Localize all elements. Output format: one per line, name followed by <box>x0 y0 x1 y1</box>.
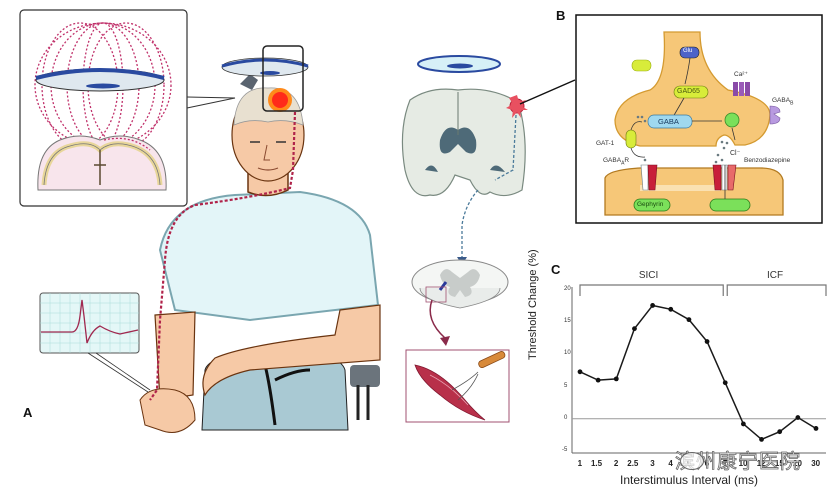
wechat-logo-icon <box>680 452 704 470</box>
x-axis-title: Interstimulus Interval (ms) <box>620 473 759 487</box>
gabab-label: GABAB <box>772 97 793 106</box>
calcium-label: Ca²⁺ <box>734 71 748 78</box>
x-tick-label: 12 <box>756 459 766 468</box>
x-tick-label: 7 <box>722 459 728 468</box>
x-tick-label: 2 <box>613 459 619 468</box>
y-tick-label: 0 <box>564 414 568 421</box>
x-tick-label: 3 <box>650 459 655 468</box>
y-tick-label: 10 <box>564 350 571 357</box>
gabaar-label-text: GABA <box>603 157 622 164</box>
x-tick-label: 30 <box>811 459 821 468</box>
panel-b-label: B <box>556 8 566 23</box>
panel-c-label: C <box>551 262 561 277</box>
gaba-label: GABA <box>658 117 679 126</box>
y-axis-title: Threshold Change (%) <box>527 249 539 360</box>
gad65-label: GAD65 <box>677 88 700 95</box>
coil-field-inset <box>19 9 188 207</box>
y-tick-label: 5 <box>564 382 568 389</box>
y-tick-label: 15 <box>564 318 571 325</box>
stimulation-spot-icon <box>268 88 292 112</box>
brain-slice-icon <box>37 135 167 191</box>
x-tick-label: 6 <box>704 459 710 468</box>
callout-line <box>186 96 236 109</box>
bracket-label-sici: SICI <box>638 270 659 281</box>
x-tick-label: 15 <box>774 459 784 468</box>
y-tick-label: -5 <box>562 447 568 453</box>
gabaar-label-suffix: R <box>624 157 630 164</box>
x-tick-label: 1.5 <box>590 459 603 468</box>
x-tick-label: 10 <box>738 459 748 468</box>
mep-trace-inset <box>39 292 151 393</box>
bracket-label-icf: ICF <box>767 270 784 281</box>
patient-figure <box>139 87 381 433</box>
gabab-label-text: GABA <box>772 97 791 104</box>
benzodiazepine-label: Benzodiazepine <box>744 157 791 164</box>
panel-a-label: A <box>23 405 33 420</box>
x-tick-label: 1 <box>577 459 583 468</box>
x-tick-label: 20 <box>793 459 802 468</box>
tms-coil-icon <box>221 57 309 90</box>
gat1-label: GAT-1 <box>596 140 615 147</box>
gabab-label-subscript: B <box>790 100 794 107</box>
x-tick-label: 4 <box>668 459 673 468</box>
glu-label: Glu <box>683 48 693 54</box>
gabaar-label: GABAAR <box>603 157 629 166</box>
x-tick-label: 2.5 <box>627 459 639 468</box>
coil-icon <box>35 68 165 92</box>
gephyrin-label: Gephyrin <box>637 201 664 208</box>
gabaar-label-subscript: A <box>621 160 625 167</box>
chloride-label: Cl⁻ <box>730 150 741 157</box>
coil-focus-box <box>262 45 304 112</box>
y-tick-label: 20 <box>564 286 571 292</box>
motor-pathway-line <box>149 111 297 401</box>
